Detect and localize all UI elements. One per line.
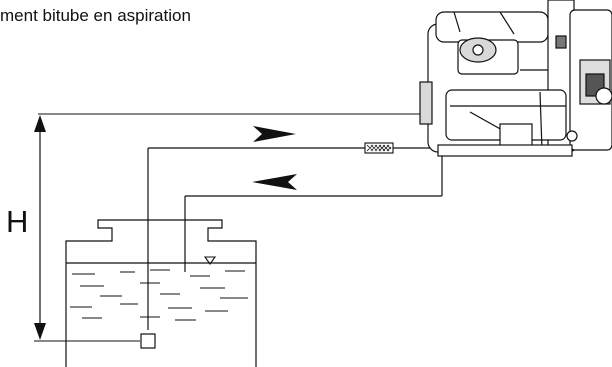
fuel-level-triangle-icon: [203, 256, 217, 265]
filter-icon: [364, 142, 394, 154]
height-dimension: [34, 115, 46, 340]
flow-arrow-right-icon: [253, 126, 296, 142]
burner-pump-icon: [419, 0, 612, 157]
fuel-liquid: [70, 269, 248, 321]
return-pipe: [184, 150, 443, 272]
diagram-caption: ment bitube en aspiration: [0, 6, 191, 25]
flow-arrow-left-icon: [252, 174, 297, 190]
fuel-tank: [65, 219, 257, 367]
suction-pipe: [147, 147, 436, 330]
foot-valve-icon: [140, 333, 156, 349]
height-label: H: [6, 204, 28, 239]
